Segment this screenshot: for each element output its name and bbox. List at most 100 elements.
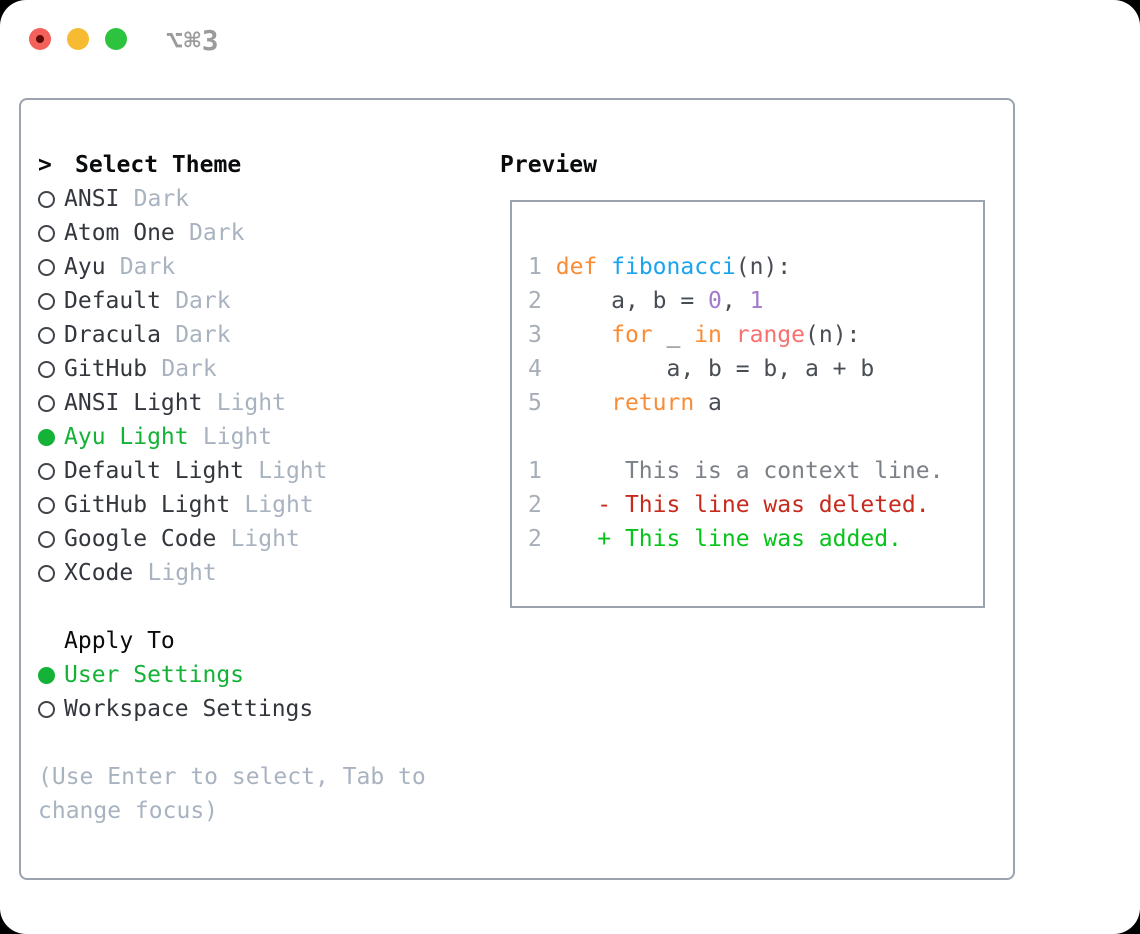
theme-name: Ayu Light bbox=[64, 424, 189, 450]
radio-icon bbox=[38, 700, 55, 718]
code-segment: a, b = bbox=[541, 288, 709, 314]
code-segment: (n): bbox=[805, 322, 861, 348]
radio-icon bbox=[38, 326, 55, 344]
line-number: 2 bbox=[528, 526, 542, 552]
theme-name: GitHub Light bbox=[64, 492, 231, 518]
radio-cell bbox=[38, 190, 64, 208]
code-segment: return bbox=[611, 390, 695, 416]
code-segment bbox=[542, 322, 611, 348]
code-segment bbox=[542, 254, 556, 280]
diff-text: - This line was deleted. bbox=[541, 492, 930, 518]
code-segment: def bbox=[555, 254, 598, 280]
theme-variant-badge: Light bbox=[244, 492, 314, 518]
code-line: 1 def fibonacci(n): bbox=[528, 250, 983, 284]
radio-icon bbox=[38, 462, 55, 480]
theme-name: Google Code bbox=[64, 526, 217, 552]
minimize-button[interactable] bbox=[67, 28, 89, 50]
theme-name: Atom One bbox=[64, 220, 175, 246]
prompt-cell: > bbox=[38, 152, 64, 178]
theme-variant-badge: Dark bbox=[175, 322, 231, 348]
radio-cell bbox=[38, 666, 64, 684]
theme-option-github-light[interactable]: GitHub Light Light bbox=[38, 488, 488, 522]
theme-variant-badge: Dark bbox=[175, 288, 231, 314]
code-line: 5 return a bbox=[528, 386, 983, 420]
line-number: 3 bbox=[528, 322, 542, 348]
radio-icon bbox=[38, 224, 55, 242]
radio-icon bbox=[38, 258, 55, 276]
theme-variant-badge: Dark bbox=[161, 356, 217, 382]
radio-cell bbox=[38, 224, 64, 242]
help-text: (Use Enter to select, Tab to change focu… bbox=[38, 764, 426, 824]
spacer bbox=[38, 726, 488, 760]
theme-name: XCode bbox=[64, 560, 134, 586]
line-number: 1 bbox=[528, 458, 542, 484]
apply-option-user-settings[interactable]: User Settings bbox=[38, 658, 488, 692]
radio-cell bbox=[38, 428, 64, 446]
apply-to-title: Apply To bbox=[64, 628, 175, 654]
code-segment: a, b = b, a + b bbox=[541, 356, 875, 382]
select-theme-title: Select Theme bbox=[75, 152, 242, 178]
radio-cell bbox=[38, 564, 64, 582]
titlebar: ⌥⌘3 bbox=[0, 0, 1140, 78]
radio-cell bbox=[38, 360, 64, 378]
diff-text: This is a context line. bbox=[541, 458, 944, 484]
radio-selected-icon bbox=[38, 428, 55, 446]
code-segment: for bbox=[611, 322, 653, 348]
diff-line-deleted: 2 - This line was deleted. bbox=[528, 488, 983, 522]
theme-option-ansi[interactable]: ANSI Dark bbox=[38, 182, 488, 216]
traffic-lights bbox=[29, 28, 127, 50]
line-number: 2 bbox=[528, 288, 542, 314]
theme-name: Ayu bbox=[64, 254, 106, 280]
radio-cell bbox=[38, 530, 64, 548]
code-segment: in bbox=[694, 322, 722, 348]
theme-name: Default Light bbox=[64, 458, 245, 484]
radio-icon bbox=[38, 496, 55, 514]
line-number: 4 bbox=[528, 356, 542, 382]
theme-name: Default bbox=[64, 288, 161, 314]
apply-to-header: Apply To bbox=[38, 624, 488, 658]
keyboard-shortcut-label: ⌥⌘3 bbox=[166, 24, 220, 57]
code-segment bbox=[542, 390, 611, 416]
theme-option-ayu[interactable]: Ayu Dark bbox=[38, 250, 488, 284]
radio-icon bbox=[38, 394, 55, 412]
zoom-button[interactable] bbox=[105, 28, 127, 50]
theme-option-atom-one[interactable]: Atom One Dark bbox=[38, 216, 488, 250]
apply-option-label: Workspace Settings bbox=[64, 696, 314, 722]
close-button[interactable] bbox=[29, 28, 51, 50]
theme-variant-badge: Light bbox=[216, 390, 286, 416]
diff-line-context: 1 This is a context line. bbox=[528, 454, 983, 488]
spacer bbox=[38, 590, 488, 624]
select-theme-header: > Select Theme bbox=[38, 148, 488, 182]
apply-option-workspace-settings[interactable]: Workspace Settings bbox=[38, 692, 488, 726]
line-number: 5 bbox=[528, 390, 542, 416]
code-segment: a bbox=[694, 390, 722, 416]
theme-name: Dracula bbox=[64, 322, 161, 348]
theme-variant-badge: Dark bbox=[133, 186, 190, 212]
theme-option-dracula[interactable]: Dracula Dark bbox=[38, 318, 488, 352]
theme-name: ANSI bbox=[64, 186, 120, 212]
theme-variant-badge: Dark bbox=[119, 254, 176, 280]
code-segment bbox=[597, 254, 611, 280]
radio-cell bbox=[38, 496, 64, 514]
diff-text: + This line was added. bbox=[541, 526, 902, 552]
code-segment: , bbox=[721, 288, 750, 314]
theme-variant-badge: Dark bbox=[189, 220, 245, 246]
radio-cell bbox=[38, 462, 64, 480]
radio-cell bbox=[38, 292, 64, 310]
radio-icon bbox=[38, 190, 55, 208]
radio-cell bbox=[38, 394, 64, 412]
theme-option-default[interactable]: Default Dark bbox=[38, 284, 488, 318]
